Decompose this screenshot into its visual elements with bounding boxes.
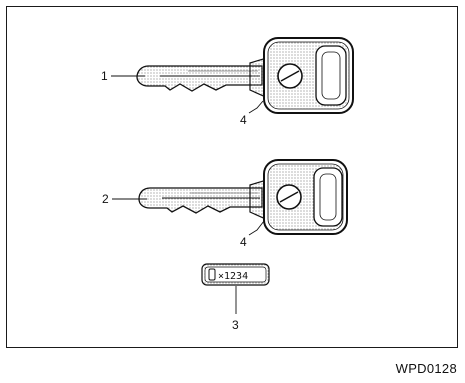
key-2-grip-ridge [314,168,342,226]
key-2 [139,160,347,234]
callout-3: 3 [232,318,239,332]
key-1-grip-ridge [316,46,346,105]
key-1-blade [137,66,262,91]
callout-4-bottom: 4 [240,235,247,249]
key-number-text: ×1234 [218,271,248,282]
callout-1: 1 [101,69,108,83]
key-2-blade [139,188,262,213]
key-number-tag: ×1234 [202,264,269,285]
key-number-slot [209,269,215,280]
callout-2: 2 [102,192,109,206]
figure-code: WPD0128 [396,361,457,376]
key-1 [137,38,353,113]
callout-4-top: 4 [240,113,247,127]
